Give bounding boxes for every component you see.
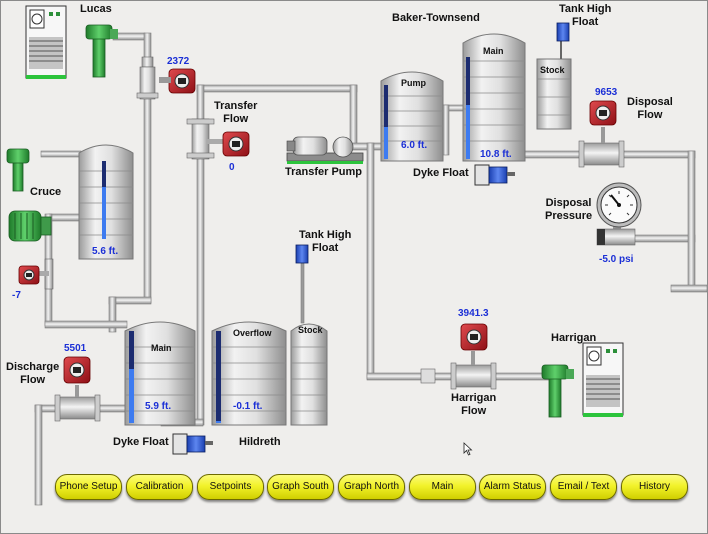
dyke-float-top-label: Dyke Float	[413, 167, 469, 179]
transfer-pump	[286, 136, 364, 164]
tank-stock-top	[536, 39, 572, 130]
rtu-panel-harrigan	[582, 342, 624, 417]
tank-pump-level: 6.0 ft.	[401, 140, 428, 151]
main-button[interactable]: Main	[409, 474, 476, 500]
tank-high-float-mid-label: Tank High Float	[299, 229, 352, 254]
graph-south-button[interactable]: Graph South	[267, 474, 334, 500]
tank-overflow	[211, 321, 287, 426]
cruce-pressure-body	[39, 258, 54, 290]
tank-pump-name: Pump	[401, 78, 427, 88]
transfer-pump-label: Transfer Pump	[285, 166, 363, 178]
transmitter-discharge-icon	[63, 356, 91, 384]
tank-high-float-mid-icon	[295, 244, 309, 264]
tank-stock-bottom	[290, 323, 328, 426]
flowmeter-harrigan-body	[420, 351, 497, 390]
phone-setup-button[interactable]: Phone Setup	[55, 474, 122, 500]
site-label-lucas: Lucas	[80, 3, 112, 15]
disposal-pressure-reading: -5.0 psi	[599, 254, 634, 265]
tank-stock-bottom-name: Stock	[298, 325, 323, 335]
harrigan-flow-reading: 3941.3	[458, 308, 489, 319]
flowmeter-disposal-body	[578, 127, 625, 168]
tank-main-bottom-level: 5.9 ft.	[145, 401, 172, 412]
tank-main-top	[462, 33, 526, 162]
alarm-status-button[interactable]: Alarm Status	[479, 474, 546, 500]
transmitter-cruce-icon	[18, 265, 40, 285]
harrigan-flow-label: Harrigan Flow	[451, 392, 497, 417]
tank-pump	[380, 71, 444, 162]
site-label-baker-townsend: Baker-Townsend	[392, 12, 480, 24]
discharge-flow-reading: 5501	[64, 343, 87, 354]
tank-overflow-level: -0.1 ft.	[233, 401, 263, 412]
calibration-button[interactable]: Calibration	[126, 474, 193, 500]
site-label-hildreth: Hildreth	[239, 436, 281, 448]
transfer-flow-reading: 0	[229, 162, 235, 173]
tank-stock-top-name: Stock	[540, 65, 565, 75]
history-button[interactable]: History	[621, 474, 688, 500]
flowmeter-transfer-body	[186, 118, 225, 160]
tank-overflow-name: Overflow	[233, 328, 272, 338]
rtu-panel-lucas	[25, 5, 67, 79]
tank-high-float-top-icon	[556, 22, 570, 42]
mouse-cursor-icon	[463, 442, 473, 456]
disposal-pressure-gauge-icon	[596, 182, 642, 246]
lucas-flow-reading: 2372	[167, 56, 190, 67]
dyke-float-bottom-icon	[172, 433, 213, 455]
cruce-pressure-reading: -7	[12, 290, 21, 301]
flowmeter-discharge-body	[54, 385, 101, 422]
pump-lucas	[85, 24, 118, 78]
tank-main-bottom	[124, 321, 196, 426]
discharge-flow-label: Discharge Flow	[6, 361, 60, 386]
tank-main-top-level: 10.8 ft.	[480, 149, 512, 160]
tank-main-bottom-name: Main	[151, 343, 172, 353]
disposal-flow-label: Disposal Flow	[627, 96, 673, 121]
transmitter-transfer-icon	[222, 131, 250, 157]
transfer-flow-label: Transfer Flow	[214, 100, 258, 125]
transmitter-lucas-icon	[159, 68, 196, 94]
graph-north-button[interactable]: Graph North	[338, 474, 405, 500]
email-text-button[interactable]: Email / Text	[550, 474, 617, 500]
pump-harrigan	[541, 364, 574, 418]
site-label-harrigan: Harrigan	[551, 332, 597, 344]
tank-cruce	[78, 144, 134, 260]
transmitter-disposal-icon	[589, 100, 617, 126]
tank-high-float-top-label: Tank High Float	[559, 3, 612, 28]
pump-cruce-motor	[8, 210, 52, 242]
site-label-cruce: Cruce	[30, 186, 62, 198]
tank-cruce-level: 5.6 ft.	[92, 246, 119, 257]
pump-cruce-small	[6, 148, 30, 192]
dyke-float-bottom-label: Dyke Float	[113, 436, 169, 448]
flowmeter-lucas-body	[136, 56, 159, 100]
transmitter-harrigan-icon	[460, 323, 488, 351]
dyke-float-top-icon	[474, 164, 515, 186]
disposal-pressure-label: Disposal Pressure	[545, 197, 593, 222]
disposal-flow-reading: 9653	[595, 87, 618, 98]
setpoints-button[interactable]: Setpoints	[197, 474, 264, 500]
tank-main-top-name: Main	[483, 46, 504, 56]
